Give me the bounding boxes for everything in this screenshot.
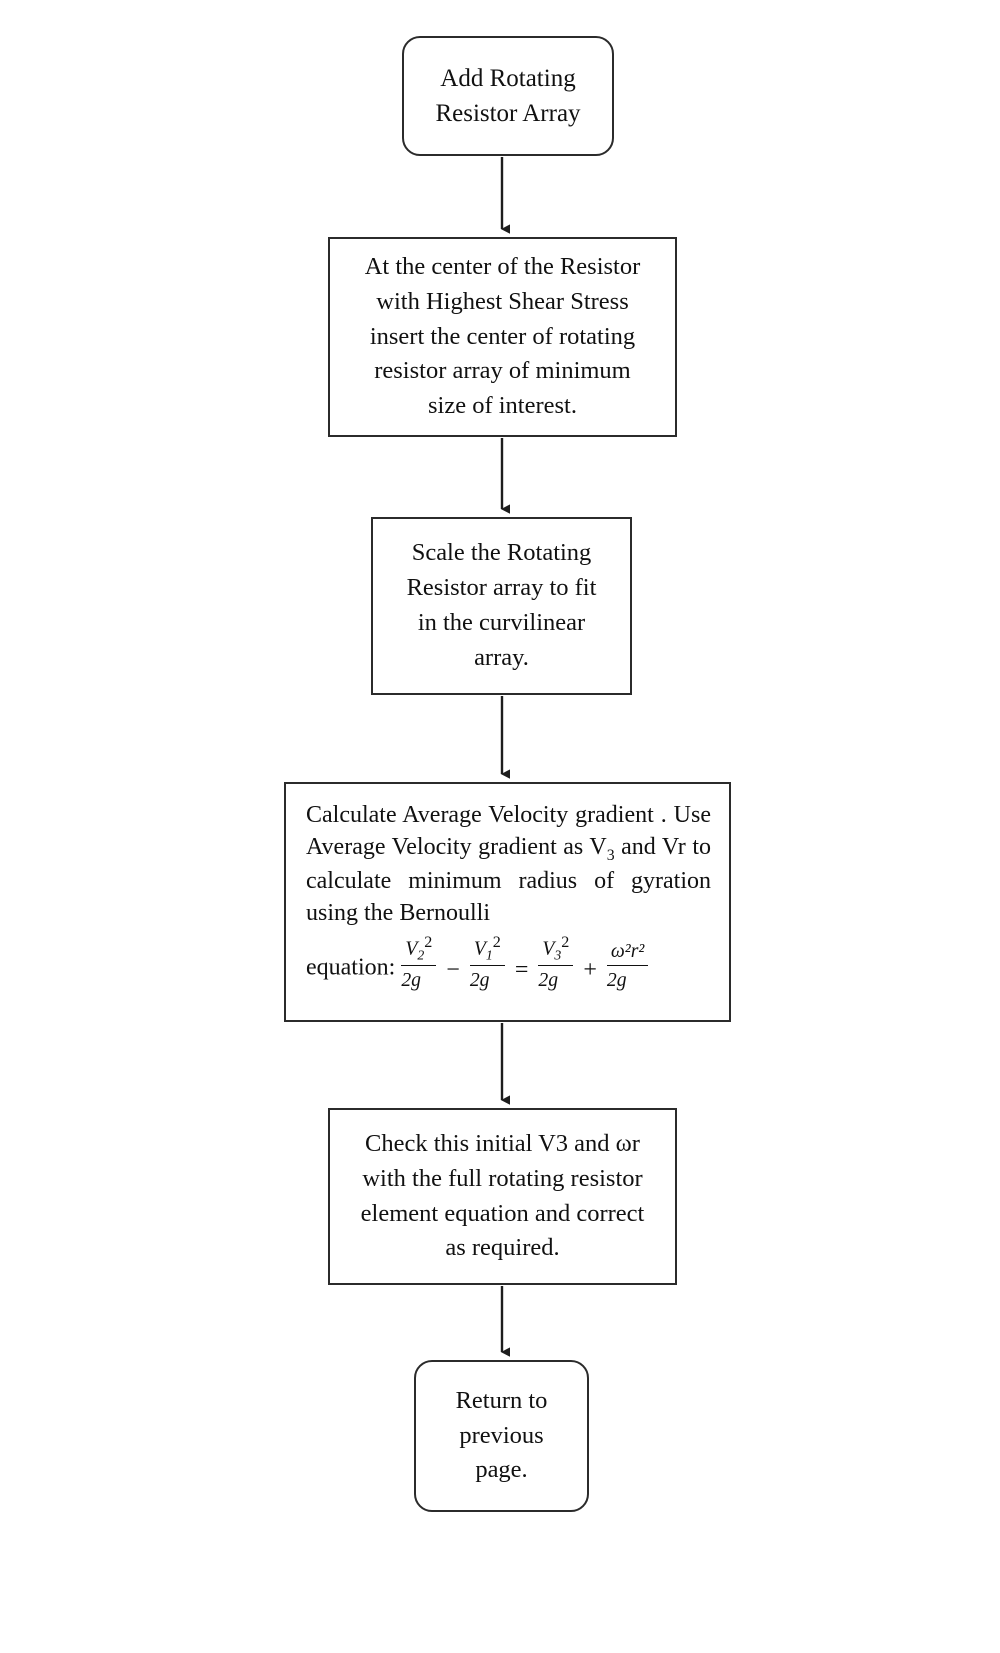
node-calc-text-middle: and Vr to calculate minimum radius of gy… [306,833,711,926]
term-v2-numerator: V22 [401,932,437,967]
operator-plus: + [583,956,597,983]
node-start-label: Add Rotating Resistor Array [435,64,581,128]
equation-label: equation: [306,954,396,981]
term-v2-denominator: 2g [401,969,421,992]
operator-equals: = [514,956,529,983]
term-v1-denominator: 2g [469,969,490,992]
term-v3-denominator: 2g [538,969,559,992]
node-return-to-previous-page[interactable]: Return to previous page. [414,1360,589,1512]
node-calc-text-prefix: Calculate Average Velocity gradient . Us… [306,802,711,860]
node-center-label: At the center of the Resistor with Highe… [364,253,641,420]
operator-minus: − [446,956,460,983]
term-omega-numerator: ω²r² [606,938,649,967]
node-check-label: Check this initial V3 and ωr with the fu… [360,1129,645,1262]
node-return-label: Return to previous page. [455,1386,548,1484]
term-v3-numerator: V32 [538,932,574,967]
node-check-initial-v3-and-omega-r[interactable]: Check this initial V3 and ωr with the fu… [328,1108,677,1285]
node-scale-label: Scale the Rotating Resistor array to fit… [406,539,597,671]
term-omega-denominator: 2g [606,969,627,992]
node-scale-rotating-resistor-array[interactable]: Scale the Rotating Resistor array to fit… [371,517,632,695]
node-calculate-average-velocity-gradient[interactable]: Calculate Average Velocity gradient . Us… [284,782,731,1022]
node-add-rotating-resistor-array[interactable]: Add Rotating Resistor Array [402,36,614,156]
node-calc-subscript-3: 3 [606,846,615,864]
term-v1-numerator: V12 [469,932,505,967]
node-calc-body: Calculate Average Velocity gradient . Us… [286,784,729,994]
node-insert-center-at-highest-shear-stress[interactable]: At the center of the Resistor with Highe… [328,237,677,437]
